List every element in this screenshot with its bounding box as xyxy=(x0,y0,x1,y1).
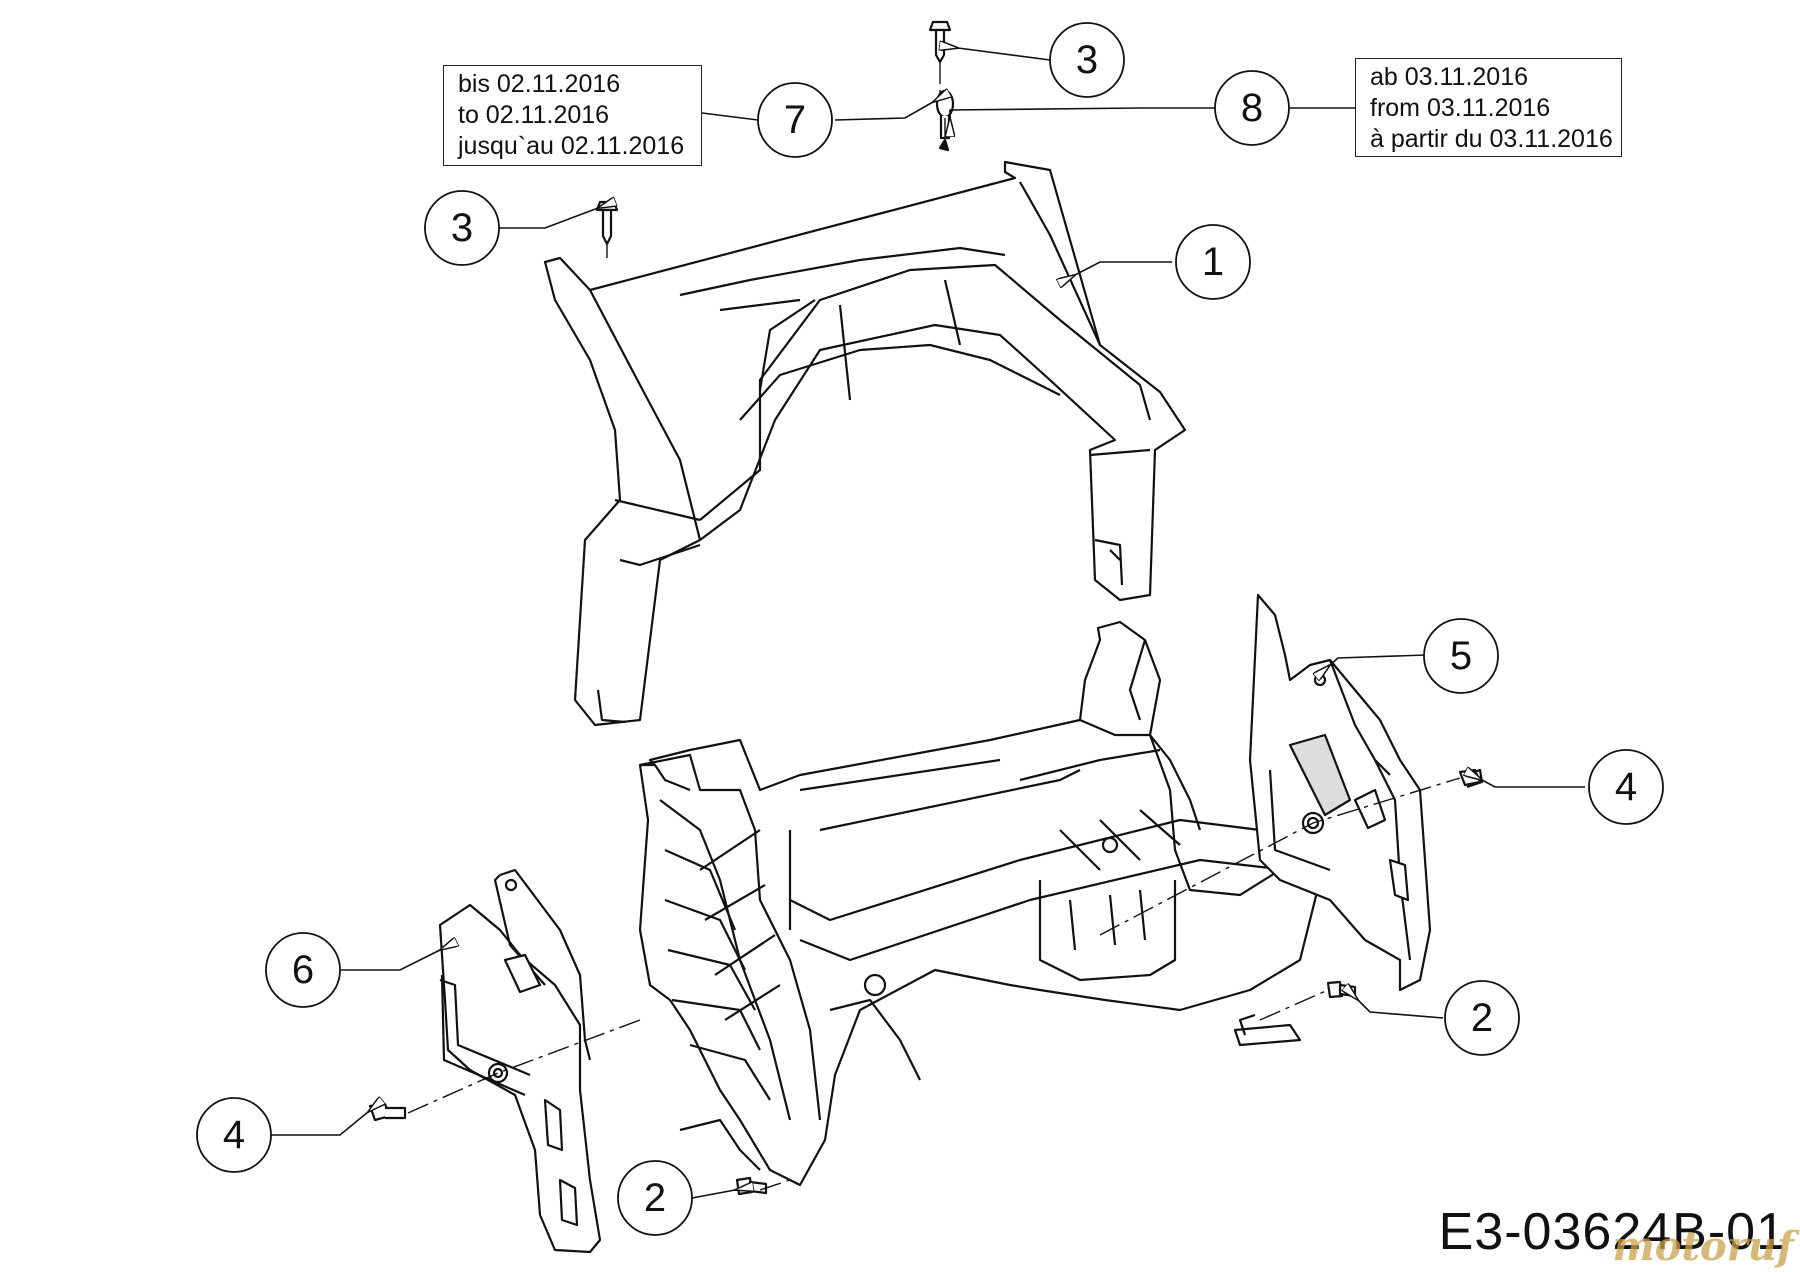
svg-text:3: 3 xyxy=(1076,38,1098,82)
callout-5[interactable]: 5 xyxy=(1423,618,1499,694)
note-from-date: ab 03.11.2016 from 03.11.2016 à partir d… xyxy=(1355,58,1622,157)
screw-top-part xyxy=(928,20,952,64)
note-until-line-fr: jusqu`au 02.11.2016 xyxy=(458,132,685,160)
callouts: 3 8 7 3 1 5 4 6 2 4 2 xyxy=(196,22,1664,1236)
note-until-date: bis 02.11.2016 to 02.11.2016 jusqu`au 02… xyxy=(443,65,702,166)
rear-cover-part xyxy=(543,160,1187,727)
note-from-line-de: ab 03.11.2016 xyxy=(1370,63,1529,91)
svg-text:5: 5 xyxy=(1450,634,1472,678)
svg-text:3: 3 xyxy=(451,206,473,250)
callout-8[interactable]: 8 xyxy=(1214,70,1290,146)
callout-4-left[interactable]: 4 xyxy=(196,1097,272,1173)
svg-text:4: 4 xyxy=(1615,765,1637,809)
svg-text:4: 4 xyxy=(223,1113,245,1157)
shoulder-screw-right-part xyxy=(1326,980,1357,999)
callout-2-left[interactable]: 2 xyxy=(617,1160,693,1236)
watermark-logo: motoruf xyxy=(1612,1223,1794,1270)
leader-lines xyxy=(271,48,1585,1199)
note-from-line-en: from 03.11.2016 xyxy=(1370,94,1551,122)
note-until-line-en: to 02.11.2016 xyxy=(458,101,610,129)
screw-left-part xyxy=(595,200,619,246)
callout-2-right[interactable]: 2 xyxy=(1444,980,1520,1056)
left-bracket-part xyxy=(438,868,602,1254)
bolt-right-part xyxy=(1458,768,1484,789)
svg-text:1: 1 xyxy=(1202,240,1224,284)
drawing-code: E3-03624B-01 xyxy=(1438,1203,1786,1261)
svg-text:2: 2 xyxy=(644,1176,666,1220)
bolt-left-part xyxy=(368,1102,407,1122)
note-from-line-fr: à partir du 03.11.2016 xyxy=(1370,125,1613,153)
callout-3-left[interactable]: 3 xyxy=(424,190,500,266)
callout-4-right[interactable]: 4 xyxy=(1588,749,1664,825)
callout-7[interactable]: 7 xyxy=(757,82,833,158)
callout-3-top[interactable]: 3 xyxy=(1049,22,1125,98)
rear-frame xyxy=(638,620,1322,1187)
svg-text:2: 2 xyxy=(1471,996,1493,1040)
hitch-pin-part xyxy=(938,138,950,152)
callout-1[interactable]: 1 xyxy=(1175,224,1251,300)
svg-text:6: 6 xyxy=(292,948,314,992)
svg-text:8: 8 xyxy=(1241,86,1263,130)
note-leaders xyxy=(701,107,1355,121)
svg-text:7: 7 xyxy=(784,98,806,142)
watermark-text: motoruf xyxy=(1612,1223,1794,1270)
callout-6[interactable]: 6 xyxy=(265,932,341,1008)
note-until-line-de: bis 02.11.2016 xyxy=(458,70,621,98)
shoulder-screw-lower-left-part xyxy=(735,1176,768,1196)
